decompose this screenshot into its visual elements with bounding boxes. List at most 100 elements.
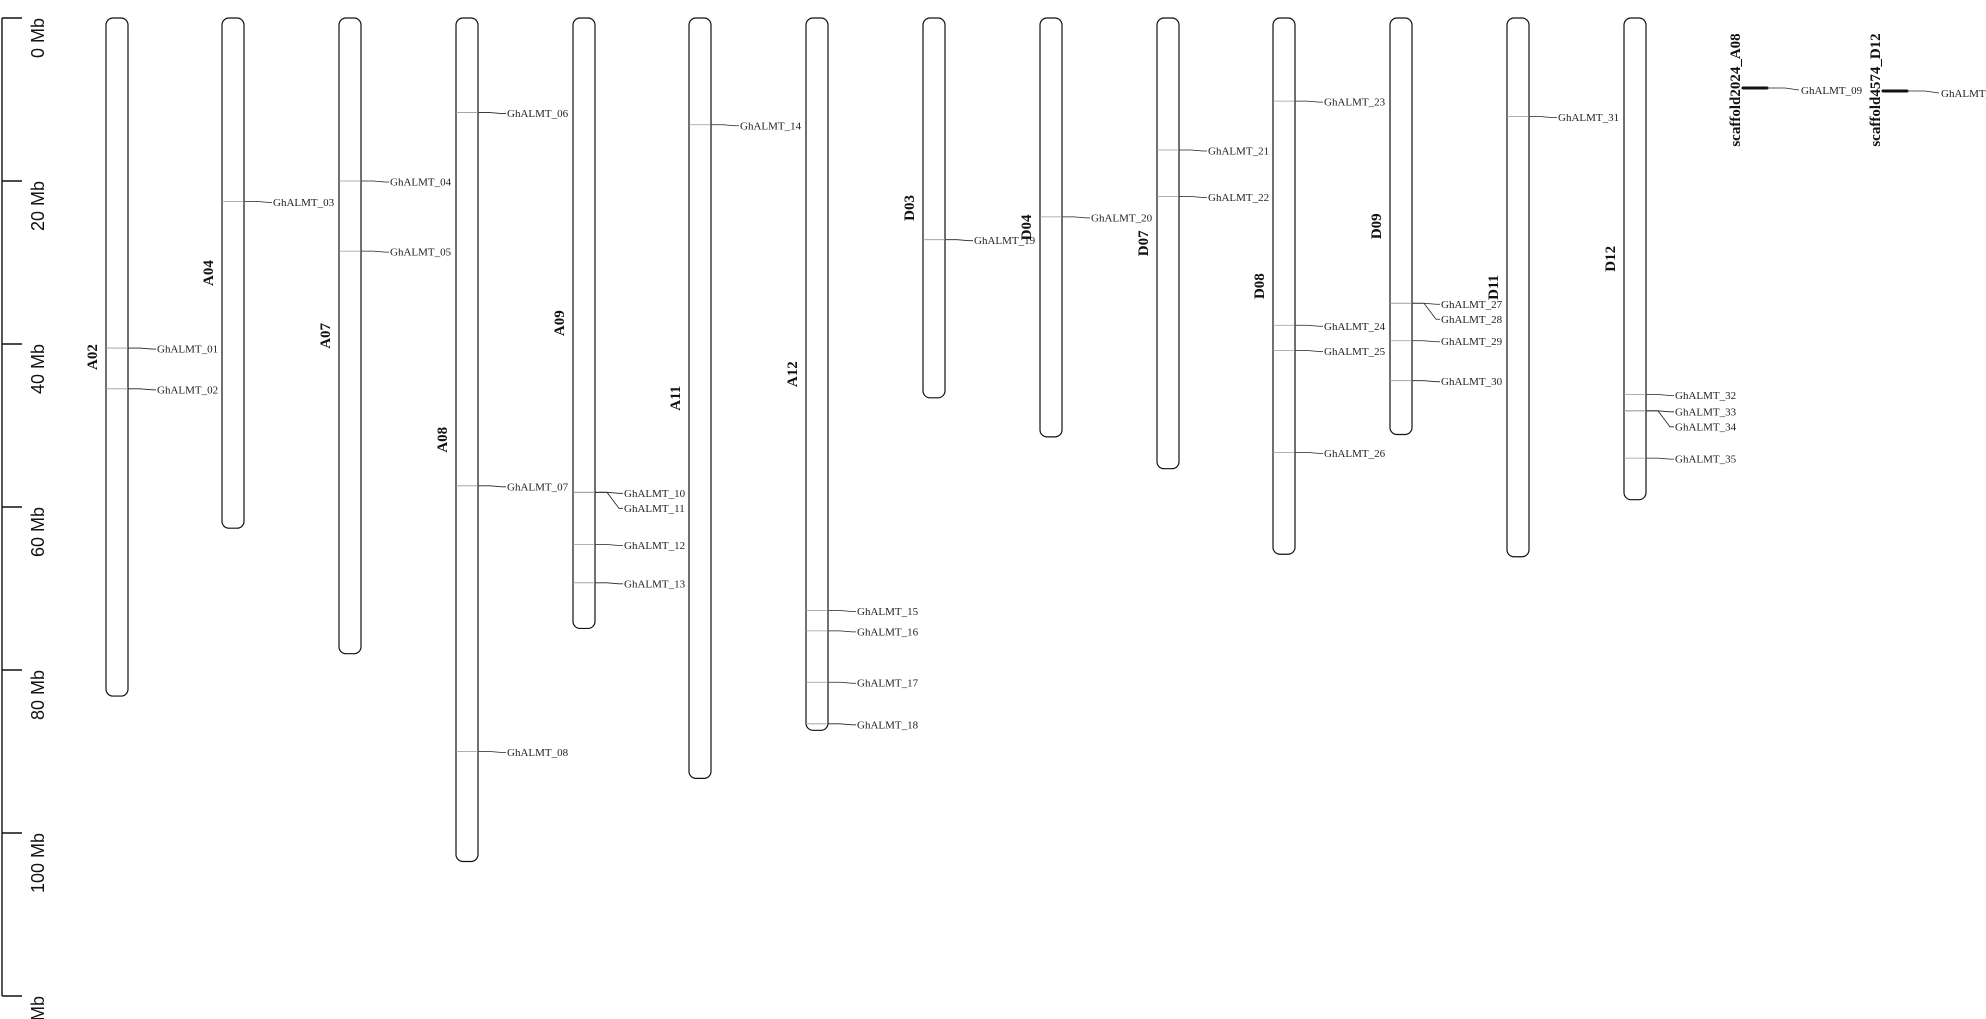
- axis-tick-label: 100 Mb: [28, 833, 48, 893]
- axis-tick-label: 120 Mb: [28, 996, 48, 1019]
- chromosome-label: A07: [318, 322, 334, 348]
- gene-leader: [828, 681, 856, 684]
- gene-leader: [361, 180, 389, 183]
- axis-tick-label: 0 Mb: [28, 18, 48, 58]
- chromosome-label: A09: [552, 310, 568, 336]
- chromosome-body: [1156, 17, 1180, 470]
- gene-label: GhALMT_14: [740, 120, 802, 132]
- gene-label: GhALMT_19: [974, 235, 1036, 247]
- gene-label: GhALMT_36: [1941, 88, 1986, 100]
- gene-leader: [1529, 116, 1557, 119]
- gene-label: GhALMT_34: [1675, 421, 1737, 433]
- chromosome-label: A08: [435, 427, 451, 453]
- gene-label: GhALMT_29: [1441, 336, 1503, 348]
- gene-label: GhALMT_35: [1675, 454, 1737, 466]
- gene-label: GhALMT_08: [507, 747, 569, 759]
- chromosome-label: A11: [668, 386, 684, 411]
- gene-label: GhALMT_25: [1324, 346, 1386, 358]
- chromosome-body: [105, 17, 129, 697]
- gene-label: GhALMT_05: [390, 247, 452, 259]
- chromosome-label: D04: [1019, 214, 1035, 240]
- chromosome-label: D08: [1252, 273, 1268, 299]
- gene-leader: [1767, 87, 1800, 91]
- chromosome-body: [1506, 17, 1530, 558]
- gene-leader: [1646, 394, 1674, 396]
- gene-label: GhALMT_11: [624, 503, 685, 515]
- gene-label: GhALMT_13: [624, 578, 686, 590]
- gene-label: GhALMT_15: [857, 606, 919, 618]
- gene-leader: [1646, 457, 1674, 460]
- gene-leader: [128, 388, 156, 391]
- chromosome-body: [221, 17, 245, 529]
- gene-label: GhALMT_21: [1208, 146, 1269, 158]
- gene-leader: [1295, 100, 1323, 103]
- gene-leader: [945, 239, 973, 242]
- gene-label: GhALMT_09: [1801, 85, 1863, 97]
- gene-leader: [361, 250, 389, 253]
- gene-label: GhALMT_17: [857, 678, 919, 690]
- gene-leader: [478, 751, 506, 753]
- gene-label: GhALMT_07: [507, 481, 569, 493]
- chromosome-label: D12: [1603, 246, 1619, 272]
- axis-tick-label: 60 Mb: [28, 507, 48, 557]
- chromosome-body: [455, 17, 479, 863]
- gene-leader: [595, 544, 623, 546]
- gene-label: GhALMT_12: [624, 540, 685, 552]
- gene-label: GhALMT_30: [1441, 376, 1503, 388]
- gene-leader: [478, 485, 506, 488]
- chromosome-body: [1039, 17, 1063, 438]
- gene-label: GhALMT_27: [1441, 299, 1503, 311]
- gene-leader: [1179, 196, 1207, 198]
- gene-label: GhALMT_06: [507, 108, 569, 120]
- axis-tick-label: 20 Mb: [28, 181, 48, 231]
- chromosome-label: D09: [1369, 213, 1385, 239]
- gene-label: GhALMT_10: [624, 488, 686, 500]
- gene-leader: [1412, 302, 1440, 320]
- gene-label: GhALMT_33: [1675, 406, 1737, 418]
- gene-leader: [1295, 451, 1323, 454]
- chromosome-label: scaffold4574_D12: [1868, 33, 1884, 146]
- gene-leader: [711, 124, 739, 127]
- chromosome-body: [1389, 17, 1413, 436]
- chromosome-label: A02: [85, 344, 101, 370]
- gene-label: GhALMT_32: [1675, 390, 1736, 402]
- gene-label: GhALMT_18: [857, 719, 919, 731]
- gene-leader: [1907, 90, 1940, 94]
- chromosome-label: D11: [1486, 275, 1502, 300]
- gene-leader: [828, 610, 856, 612]
- axis-tick-label: 80 Mb: [28, 670, 48, 720]
- gene-leader: [595, 491, 623, 509]
- gene-leader: [1062, 216, 1090, 219]
- gene-leader: [1179, 149, 1207, 152]
- chromosome-label: D03: [902, 195, 918, 221]
- gene-leader: [1412, 340, 1440, 343]
- chromosome-body: [572, 17, 596, 630]
- chromosome-body: [805, 17, 829, 731]
- gene-label: GhALMT_04: [390, 177, 452, 189]
- gene-leader: [1646, 410, 1674, 428]
- chromosome-label: D07: [1136, 230, 1152, 256]
- gene-label: GhALMT_22: [1208, 192, 1269, 204]
- chromosome-body: [1272, 17, 1296, 555]
- chromosome-label: A04: [201, 260, 217, 286]
- axis-tick-label: 40 Mb: [28, 344, 48, 394]
- gene-label: GhALMT_02: [157, 384, 218, 396]
- chromosome-body: [1623, 17, 1647, 501]
- gene-label: GhALMT_24: [1324, 321, 1386, 333]
- chromosome-scaffold4574-d12: scaffold4574_D12 GhALMT_36: [1868, 33, 1986, 146]
- gene-leader: [828, 723, 856, 726]
- chromosome-label: A12: [785, 361, 801, 387]
